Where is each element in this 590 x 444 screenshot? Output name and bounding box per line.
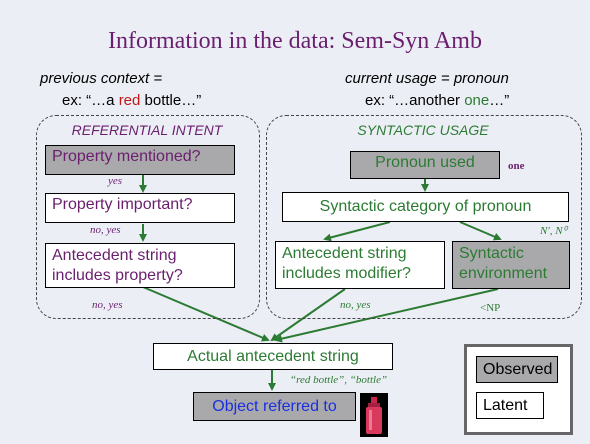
category-value-label: N′, N⁰: [540, 225, 567, 237]
edge-label-no-yes-left-2: no, yes: [92, 299, 123, 311]
property-mentioned-node: Property mentioned?: [45, 145, 235, 175]
antecedent-modifier-line1: Antecedent string: [282, 245, 407, 262]
arrow-right-to-antecedent: [270, 288, 346, 342]
right-example-green-word: one: [464, 92, 490, 109]
arrow-right-3: [459, 221, 502, 241]
right-header-line1: current usage = pronoun: [345, 70, 509, 87]
object-referred-node: Object referred to: [193, 392, 356, 421]
left-header-example: ex: “…a red bottle…”: [62, 92, 201, 109]
edge-label-yes: yes: [108, 175, 123, 187]
syntactic-usage-group: [266, 115, 582, 319]
antecedent-value-label: “red bottle”, “bottle”: [290, 374, 388, 386]
legend-observed: Observed: [476, 356, 558, 383]
arrow-env-to-antecedent: [274, 288, 499, 343]
edge-label-no-yes-left-1: no, yes: [90, 224, 121, 236]
edge-label-no-yes-right: no, yes: [340, 299, 371, 311]
slide-title: Information in the data: Sem-Syn Amb: [108, 28, 482, 54]
pronoun-used-node: Pronoun used: [350, 151, 500, 179]
referential-intent-heading: REFERENTIAL INTENT: [71, 122, 223, 138]
pronoun-value-label: one: [508, 160, 525, 172]
legend-latent: Latent: [476, 392, 544, 419]
left-example-red-word: red: [118, 92, 141, 109]
right-header-example: ex: “…another one…”: [365, 92, 509, 109]
antecedent-property-line1: Antecedent string: [52, 247, 177, 264]
left-header-line1: previous context =: [40, 70, 163, 87]
red-bottle-image: [360, 393, 388, 437]
syntactic-environment-line1: Syntactic: [459, 245, 524, 262]
left-example-prefix: ex: “…a: [62, 92, 119, 109]
arrow-left-to-antecedent: [142, 286, 270, 342]
left-example-suffix: bottle…”: [140, 92, 202, 109]
antecedent-property-line2: includes property?: [52, 267, 183, 284]
syntactic-environment-node: Syntactic environment: [452, 241, 570, 289]
antecedent-modifier-line2: includes modifier?: [282, 265, 411, 282]
actual-antecedent-node: Actual antecedent string: [153, 343, 393, 370]
syntactic-environment-line2: environment: [459, 265, 548, 282]
referential-intent-group: [36, 115, 260, 319]
right-example-prefix: ex: “…another: [365, 92, 465, 109]
antecedent-includes-modifier-node: Antecedent string includes modifier?: [275, 241, 445, 289]
antecedent-includes-property-node: Antecedent string includes property?: [45, 243, 235, 288]
right-example-suffix: …”: [489, 92, 510, 109]
property-important-node: Property important?: [45, 193, 235, 223]
syntactic-usage-heading: SYNTACTIC USAGE: [357, 122, 489, 138]
arrow-right-2: [323, 221, 391, 242]
syntactic-category-node: Syntactic category of pronoun: [282, 192, 569, 222]
environment-value-label: <NP: [480, 302, 501, 314]
